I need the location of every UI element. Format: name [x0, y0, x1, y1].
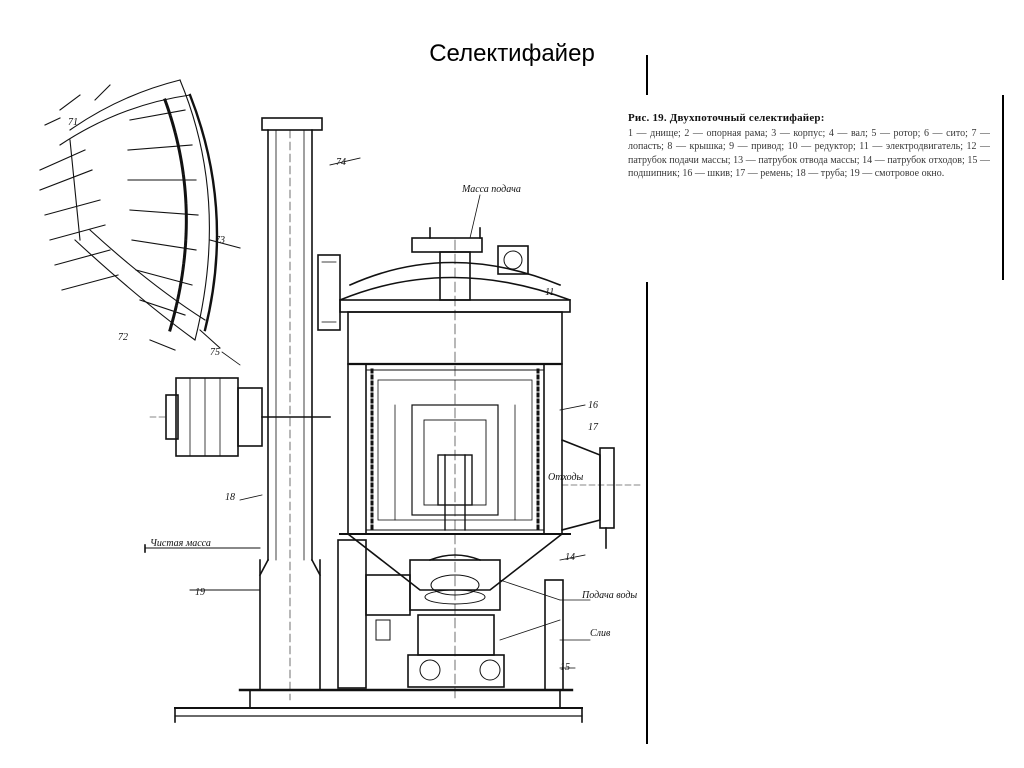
caption-head: Рис. 19. Двухпоточный селектифайер: — [628, 112, 825, 124]
base-frame — [144, 544, 583, 723]
label-num-72: 72 — [118, 332, 128, 343]
vertical-pipe — [258, 117, 361, 701]
label-right-lower: Подача воды — [581, 590, 637, 601]
label-num-11: 11 — [545, 287, 554, 298]
divider-left — [646, 55, 648, 95]
label-right-bottom: Слив — [590, 628, 611, 639]
label-num-74: 74 — [336, 157, 346, 168]
label-top-right-inlet: Масса подача — [461, 184, 521, 195]
label-right-outlet: Отходы — [548, 472, 584, 483]
divider-center — [646, 282, 648, 744]
rotor-detail — [39, 79, 241, 351]
left-motor — [149, 377, 331, 457]
label-num-75: 75 — [210, 347, 220, 358]
figure-caption: Рис. 19. Двухпоточный селектифайер: 1 — … — [628, 112, 990, 282]
divider-right — [1002, 95, 1004, 280]
leader-lines — [221, 194, 591, 669]
lower-drive — [337, 539, 564, 691]
caption-body: 1 — днище; 2 — опорная рама; 3 — корпус;… — [628, 127, 990, 180]
label-num-17: 17 — [588, 422, 599, 433]
label-num-19: 19 — [195, 587, 205, 598]
label-num-18: 18 — [225, 492, 235, 503]
label-num-15: 15 — [560, 662, 570, 673]
main-vessel — [317, 227, 572, 701]
label-num-16: 16 — [588, 400, 598, 411]
slide-title: Селектифайер — [429, 40, 595, 67]
outlet-pipe — [560, 438, 641, 549]
label-left-middle: Чистая масса — [150, 538, 211, 549]
label-num-73: 73 — [215, 235, 225, 246]
label-num-14: 14 — [565, 552, 575, 563]
label-num-71: 71 — [68, 117, 78, 128]
